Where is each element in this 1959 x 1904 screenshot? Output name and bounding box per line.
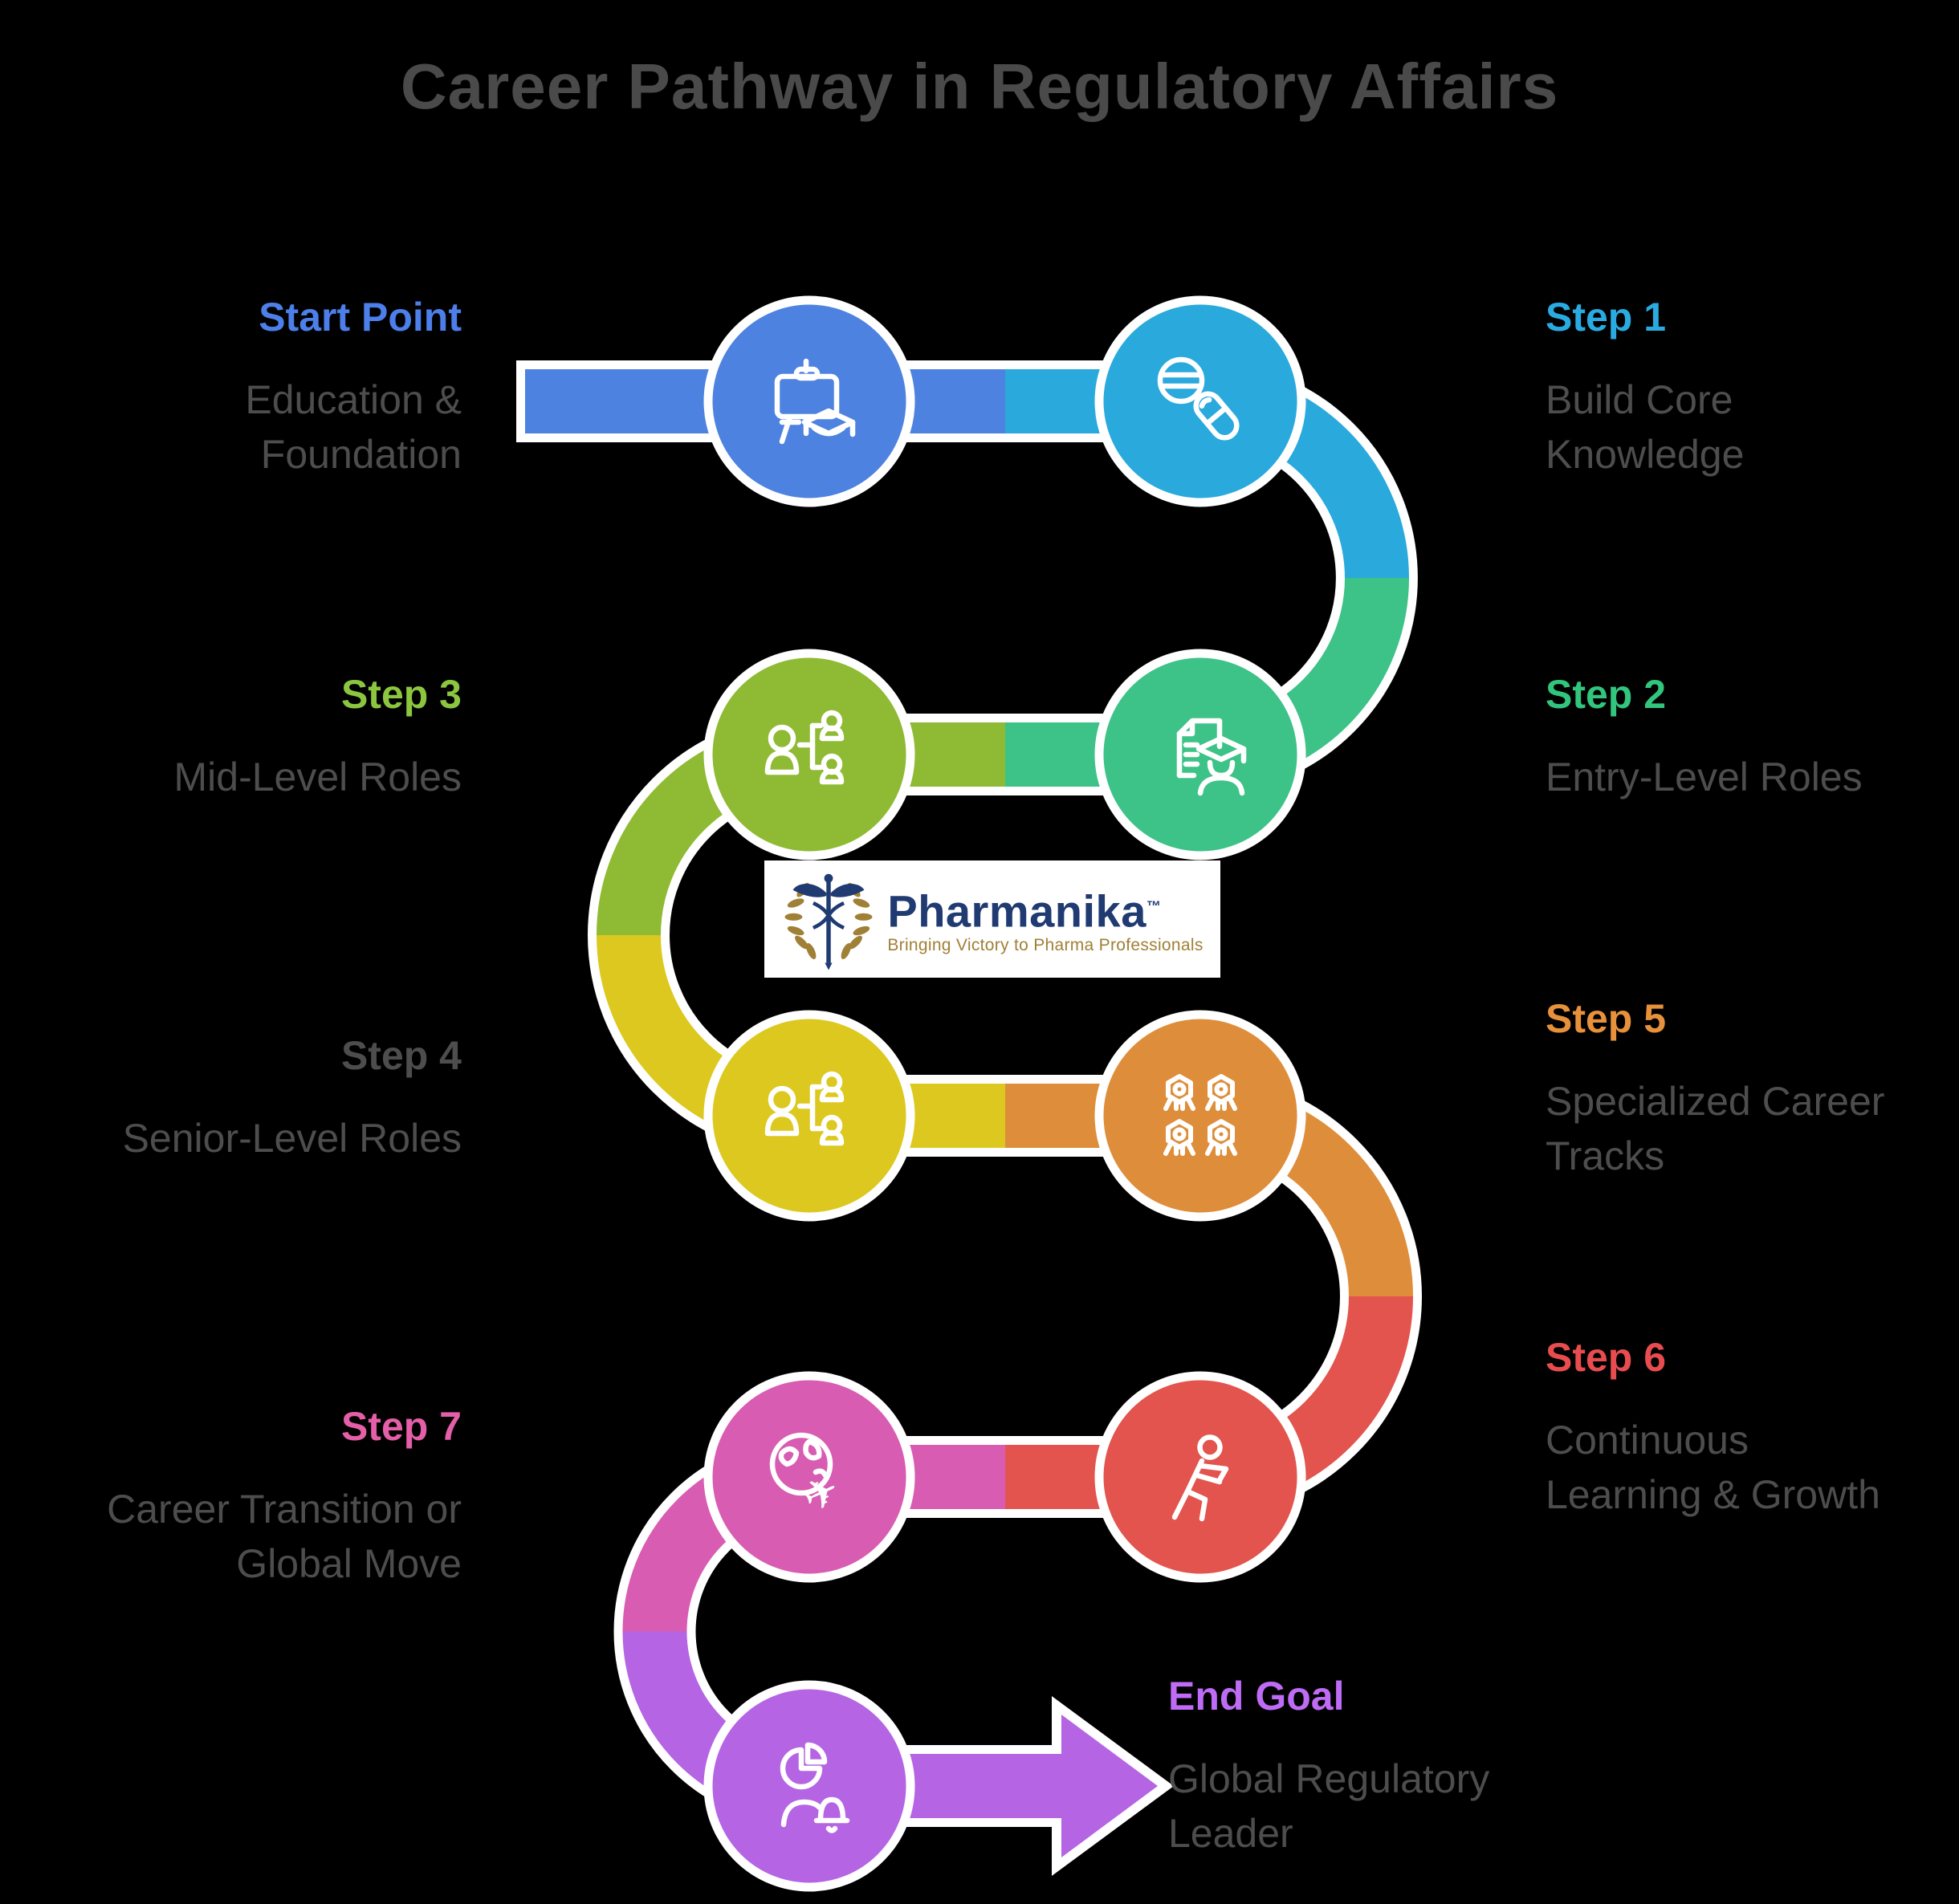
step5-label: Step 5	[1546, 996, 1667, 1041]
step6-desc-line2: Learning & Growth	[1546, 1472, 1880, 1517]
step7-label: Step 7	[340, 1404, 462, 1449]
step3-block: Step 3 Mid-Level Roles	[8, 673, 462, 804]
end-goal-desc-line2: Leader	[1168, 1811, 1293, 1856]
step6-block: Step 6 Continuous Learning & Growth	[1546, 1336, 1959, 1522]
step5-desc: Specialized Career Tracks	[1546, 1074, 1959, 1183]
pharmanika-logo: Pharmanika™ Bringing Victory to Pharma P…	[764, 860, 1220, 978]
end-goal-label: End Goal	[1168, 1674, 1345, 1719]
step2-label: Step 2	[1546, 672, 1667, 717]
end-goal-desc: Global Regulatory Leader	[1168, 1751, 1602, 1861]
step6-desc-line1: Continuous	[1546, 1418, 1749, 1463]
step1-circle	[1094, 295, 1306, 507]
step2-circle	[1094, 649, 1306, 860]
step1-block: Step 1 Build Core Knowledge	[1546, 295, 1959, 482]
start-point-block: Start Point Education & Foundation	[8, 295, 462, 482]
step5-desc-line1: Specialized Career	[1546, 1079, 1885, 1124]
step3-desc-line1: Mid-Level Roles	[173, 755, 462, 799]
step2-desc-line1: Entry-Level Roles	[1546, 755, 1863, 799]
step3-label: Step 3	[340, 672, 462, 717]
end-goal-desc-line1: Global Regulatory	[1168, 1756, 1490, 1801]
start-point-desc-line1: Education &	[245, 377, 462, 422]
step1-desc-line1: Build Core	[1546, 377, 1733, 422]
logo-tagline: Bringing Victory to Pharma Professionals	[887, 936, 1204, 955]
step1-label: Step 1	[1546, 295, 1667, 340]
logo-trademark: ™	[1146, 897, 1162, 914]
step4-block: Step 4 Senior-Level Roles	[8, 1034, 462, 1166]
step3-circle	[703, 649, 915, 860]
step7-desc: Career Transition or Global Move	[8, 1482, 462, 1591]
step7-desc-line1: Career Transition or	[107, 1487, 462, 1532]
step2-desc: Entry-Level Roles	[1546, 750, 1959, 804]
step4-desc-line1: Senior-Level Roles	[122, 1116, 462, 1161]
logo-brand: Pharmanika™	[887, 883, 1161, 935]
caduceus-laurel-icon	[784, 873, 873, 970]
step5-circle	[1094, 1010, 1306, 1222]
step6-label: Step 6	[1546, 1335, 1667, 1380]
step7-desc-line2: Global Move	[236, 1541, 462, 1586]
end-goal-block: End Goal Global Regulatory Leader	[1168, 1674, 1602, 1861]
step4-circle	[703, 1010, 915, 1222]
step1-desc: Build Core Knowledge	[1546, 372, 1959, 482]
step3-desc: Mid-Level Roles	[8, 750, 462, 804]
page-title: Career Pathway in Regulatory Affairs	[400, 51, 1559, 122]
start-point-label: Start Point	[259, 295, 462, 340]
step7-block: Step 7 Career Transition or Global Move	[8, 1405, 462, 1591]
start-point-desc-line2: Foundation	[260, 432, 462, 477]
step5-desc-line2: Tracks	[1546, 1133, 1665, 1178]
start-circle	[703, 295, 915, 507]
step4-desc: Senior-Level Roles	[8, 1111, 462, 1166]
step2-block: Step 2 Entry-Level Roles	[1546, 673, 1959, 804]
step1-desc-line2: Knowledge	[1546, 432, 1745, 477]
logo-brand-name: Pharmanika	[887, 885, 1146, 937]
start-point-desc: Education & Foundation	[8, 372, 462, 482]
step6-desc: Continuous Learning & Growth	[1546, 1413, 1959, 1522]
step5-block: Step 5 Specialized Career Tracks	[1546, 997, 1959, 1183]
step4-label: Step 4	[340, 1033, 462, 1078]
